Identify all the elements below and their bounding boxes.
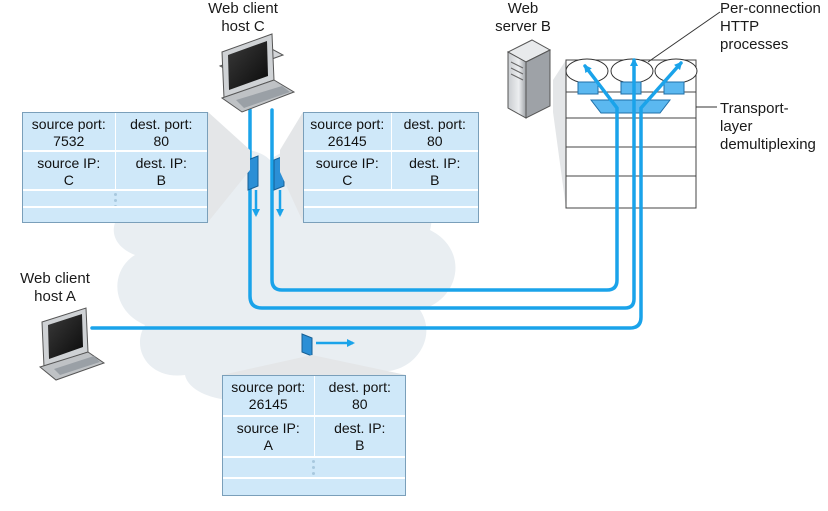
seg2-source-ip-value: C xyxy=(342,172,353,188)
seg3-source-ip-label: source IP: xyxy=(236,420,300,436)
segment-a-26145: source port: 26145 dest. port: 80 source… xyxy=(222,375,406,496)
seg2-dest-ip-value: B xyxy=(430,172,440,188)
seg1-dest-ip-value: B xyxy=(156,172,166,188)
label-per-connection: Per-connection HTTP processes xyxy=(720,0,828,54)
label-server-b-line1: Web xyxy=(507,0,539,17)
seg1-source-ip: source IP: C xyxy=(23,152,115,189)
server-callout xyxy=(553,60,566,208)
packet-arrows xyxy=(252,190,355,347)
label-host-a-line2: host A xyxy=(34,288,76,305)
seg3-source-ip-value: A xyxy=(263,437,273,453)
http-process-ovals xyxy=(565,58,698,84)
seg2-source-port-label: source port: xyxy=(310,116,385,132)
label-server-b: Web server B xyxy=(478,0,568,36)
seg3-source-port: source port: 26145 xyxy=(223,376,314,415)
wires xyxy=(90,58,683,330)
seg2-dest-port-value: 80 xyxy=(426,133,443,149)
callout-c-left xyxy=(208,112,250,222)
seg2-source-port: source port: 26145 xyxy=(304,113,391,150)
seg3-dest-ip: dest. IP: B xyxy=(313,417,406,456)
wire-host-c-1 xyxy=(248,58,638,310)
seg3-source-port-label: source port: xyxy=(231,379,306,395)
seg3-dest-port-label: dest. port: xyxy=(328,379,391,395)
seg1-source-ip-label: source IP: xyxy=(37,155,101,171)
segment-c-26145: source port: 26145 dest. port: 80 source… xyxy=(303,112,479,223)
socket-boxes xyxy=(577,81,685,95)
seg3-dest-ip-label: dest. IP: xyxy=(334,420,386,436)
host-c-computer xyxy=(218,33,296,113)
seg3-dest-ip-value: B xyxy=(355,437,365,453)
server-b-tower xyxy=(506,39,552,119)
label-host-c: Web client host C xyxy=(198,0,288,36)
seg2-dest-ip-label: dest. IP: xyxy=(409,155,461,171)
label-per-connection-line2: HTTP xyxy=(720,18,760,35)
label-host-a: Web client host A xyxy=(10,270,100,306)
label-per-connection-line3: processes xyxy=(720,36,789,53)
label-host-a-line1: Web client xyxy=(20,270,90,287)
seg1-dest-port-value: 80 xyxy=(153,133,170,149)
seg2-source-ip-label: source IP: xyxy=(315,155,379,171)
seg2-dest-port: dest. port: 80 xyxy=(390,113,479,150)
seg3-source-ip: source IP: A xyxy=(223,417,314,456)
seg1-source-port-label: source port: xyxy=(31,116,106,132)
seg1-source-port-value: 7532 xyxy=(53,133,85,149)
label-server-b-line2: server B xyxy=(495,18,551,35)
host-a-computer xyxy=(38,307,106,381)
demux-trapezoid xyxy=(589,99,672,114)
leader-per-connection xyxy=(647,11,721,63)
seg1-source-ip-value: C xyxy=(63,172,74,188)
seg2-source-port-value: 26145 xyxy=(327,133,367,149)
seg1-source-port: source port: 7532 xyxy=(23,113,115,150)
seg3-dest-port-value: 80 xyxy=(351,396,368,412)
seg1-dest-port-label: dest. port: xyxy=(130,116,193,132)
label-demux-line1: Transport- xyxy=(720,100,789,117)
seg1-dest-ip-label: dest. IP: xyxy=(135,155,187,171)
wire-host-a xyxy=(90,61,683,330)
seg3-dest-port: dest. port: 80 xyxy=(313,376,406,415)
wire-host-c-2 xyxy=(270,64,619,292)
label-host-c-line2: host C xyxy=(221,18,265,35)
label-per-connection-line1: Per-connection xyxy=(720,0,821,17)
seg3-source-port-value: 26145 xyxy=(248,396,288,412)
seg2-dest-port-label: dest. port: xyxy=(403,116,466,132)
label-demux-line2: layer xyxy=(720,118,753,135)
label-host-c-line1: Web client xyxy=(208,0,278,17)
segment-c-7532: source port: 7532 dest. port: 80 source … xyxy=(22,112,208,223)
label-demux: Transport- layer demultiplexing xyxy=(720,100,828,154)
seg2-source-ip: source IP: C xyxy=(304,152,391,189)
callout-c-right xyxy=(280,112,303,222)
callout-a xyxy=(222,355,406,375)
seg1-dest-port: dest. port: 80 xyxy=(114,113,208,150)
label-demux-line3: demultiplexing xyxy=(720,136,816,153)
seg2-dest-ip: dest. IP: B xyxy=(390,152,479,189)
seg1-dest-ip: dest. IP: B xyxy=(114,152,208,189)
